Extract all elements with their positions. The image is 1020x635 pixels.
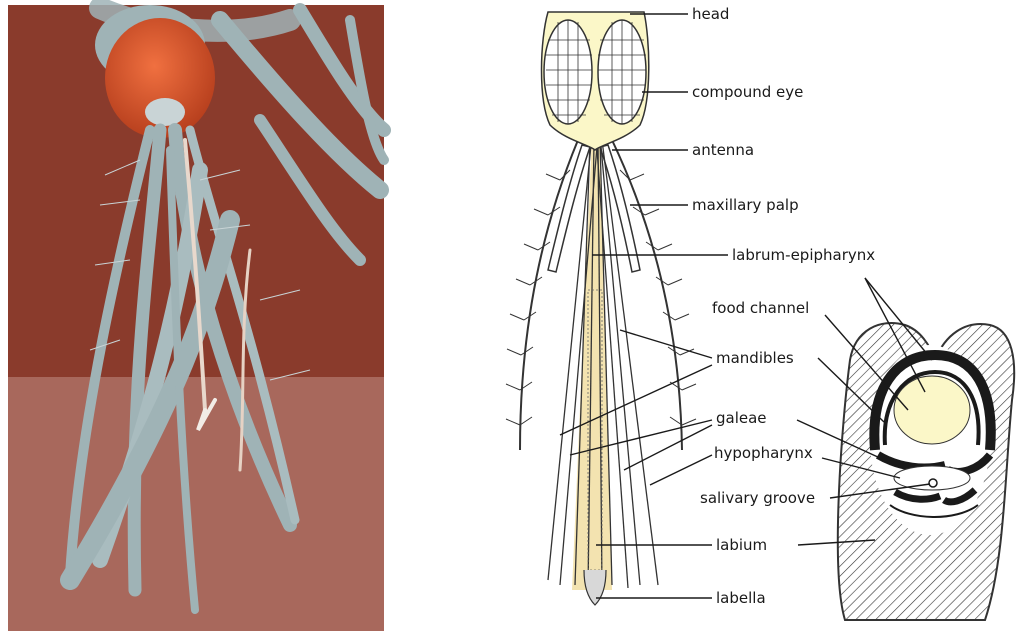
label-compound-eye: compound eye <box>692 83 803 101</box>
label-galeae: galeae <box>716 409 767 427</box>
proboscis-cross-section <box>838 323 1014 620</box>
head-drawing <box>542 12 649 150</box>
label-hypopharynx: hypopharynx <box>714 444 813 462</box>
label-food-channel: food channel <box>712 299 809 317</box>
label-head: head <box>692 5 729 23</box>
label-labella: labella <box>716 589 766 607</box>
antennal-base <box>145 98 185 126</box>
mosquito-photo <box>8 5 384 631</box>
label-maxillary-palp: maxillary palp <box>692 196 799 214</box>
label-mandibles: mandibles <box>716 349 794 367</box>
label-antenna: antenna <box>692 141 754 159</box>
label-salivary-groove: salivary groove <box>700 489 815 507</box>
label-labrum-epipharynx: labrum-epipharynx <box>732 246 875 264</box>
label-labium: labium <box>716 536 767 554</box>
mouthparts-diagram: head compound eye antenna maxillary palp… <box>506 5 1014 620</box>
